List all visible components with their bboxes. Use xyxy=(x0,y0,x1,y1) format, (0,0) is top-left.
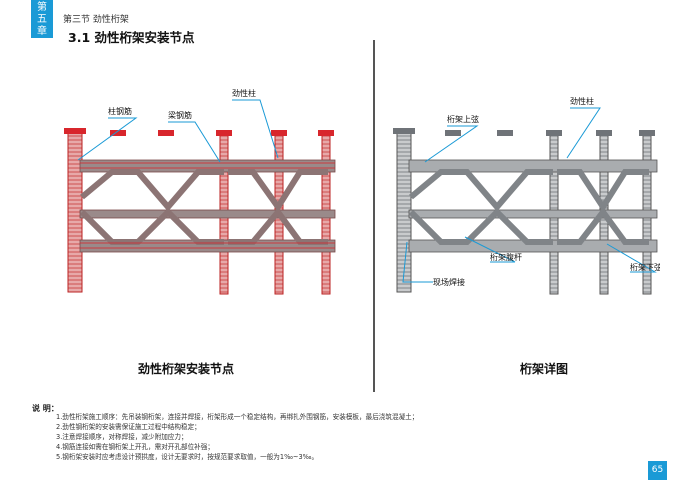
label-site-weld: 现场焊接 xyxy=(433,277,465,287)
chapter-tab-char: 五 xyxy=(37,14,47,25)
label-steel-column: 劲性柱 xyxy=(232,88,256,98)
right-callouts xyxy=(402,107,657,283)
chapter-tab-char: 章 xyxy=(37,26,47,37)
label-beam-rebar: 梁钢筋 xyxy=(168,110,192,120)
chapter-tab: 第 五 章 xyxy=(31,0,53,38)
chapter-tab-char: 第 xyxy=(37,2,47,13)
note-item: 2.劲性钢桁架的安装需保证施工过程中结构稳定； xyxy=(56,423,201,431)
label-steel-column: 劲性柱 xyxy=(570,96,594,106)
caption-right: 桁架详图 xyxy=(520,362,569,376)
label-web-member: 桁架腹杆 xyxy=(490,252,522,262)
page-number: 65 xyxy=(648,461,667,480)
note-item: 4.钢筋连接如需在钢桁架上开孔，需对开孔部位补强； xyxy=(56,443,214,451)
note-item: 5.钢桁架安装时应考虑设计预拱度，设计无要求时，按规范要求取值，一般为1‰~3‰… xyxy=(56,453,319,461)
left-callouts xyxy=(77,99,279,163)
truss-right xyxy=(393,128,658,295)
label-top-chord: 桁架上弦 xyxy=(447,114,479,124)
truss-left xyxy=(64,128,336,295)
section-label: 第三节 劲性桁架 xyxy=(63,15,129,25)
caption-left: 劲性桁架安装节点 xyxy=(138,362,235,376)
divider-line xyxy=(373,40,375,392)
notes-list: 1.劲性桁架施工顺序：先吊装钢桁架，连接并焊接，桁架形成一个稳定结构，再绑扎外围… xyxy=(56,412,418,462)
truss-detail-figure: 桁架上弦 劲性柱 桁架腹杆 现场焊接 桁架下弦 xyxy=(393,96,660,295)
label-bottom-chord: 桁架下弦 xyxy=(630,262,660,272)
label-column-rebar: 柱钢筋 xyxy=(108,106,132,116)
note-item: 1.劲性桁架施工顺序：先吊装钢桁架，连接并焊接，桁架形成一个稳定结构，再绑扎外围… xyxy=(56,413,419,421)
truss-node-figure: 柱钢筋 梁钢筋 劲性柱 xyxy=(64,88,336,295)
page-title: 3.1 劲性桁架安装节点 xyxy=(68,30,195,45)
notes-title: 说 明： xyxy=(32,404,59,413)
note-item: 3.注意焊接顺序，对称焊接，减少附加应力； xyxy=(56,433,188,441)
